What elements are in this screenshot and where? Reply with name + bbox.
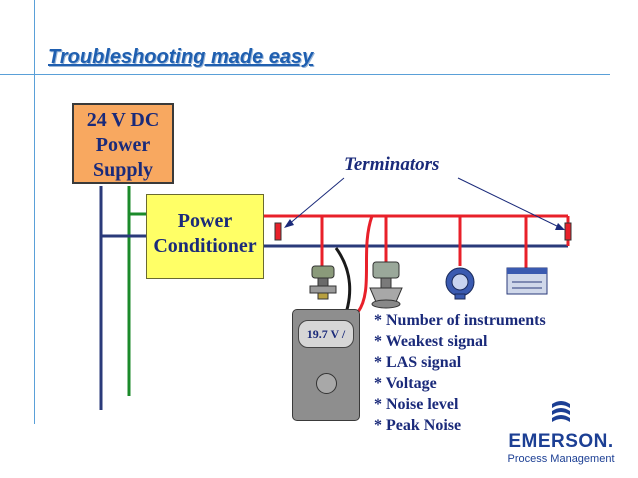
terminator-arrow-right bbox=[457, 177, 562, 229]
feature-item: * Voltage bbox=[374, 375, 437, 392]
feature-item: * Noise level bbox=[374, 396, 459, 413]
device-panel-icon bbox=[506, 267, 548, 295]
tester-knob-icon bbox=[316, 373, 337, 394]
emerson-emblem-icon bbox=[552, 401, 570, 422]
temperature-transmitter-icon bbox=[445, 267, 475, 300]
top-guide-line bbox=[0, 74, 610, 75]
terminator-left bbox=[274, 222, 282, 241]
feature-item: * Number of instruments bbox=[374, 312, 546, 329]
valve-positioner-icon bbox=[369, 261, 403, 309]
power-supply-box: 24 V DC Power Supply bbox=[72, 103, 174, 184]
slide-title: Troubleshooting made easy bbox=[48, 46, 314, 68]
terminator-right bbox=[564, 222, 572, 241]
feature-list: * Number of instruments * Weakest signal… bbox=[374, 310, 546, 436]
fieldbus-tester: 19.7 V / bbox=[292, 309, 360, 421]
emerson-wordmark: EMERSON. bbox=[508, 431, 614, 452]
terminators-label: Terminators bbox=[344, 154, 440, 175]
terminator-arrow-left bbox=[287, 177, 345, 226]
feature-item: * LAS signal bbox=[374, 354, 462, 371]
power-conditioner-line-2: Conditioner bbox=[153, 235, 257, 257]
emerson-subtitle: Process Management bbox=[507, 453, 615, 465]
tester-display: 19.7 V / bbox=[298, 320, 354, 348]
feature-item: * Peak Noise bbox=[374, 417, 462, 434]
emerson-logo: EMERSON. Process Management bbox=[506, 398, 616, 465]
power-supply-line-1: 24 V DC bbox=[86, 109, 160, 131]
feature-item: * Weakest signal bbox=[374, 333, 488, 350]
left-guide-line bbox=[34, 0, 35, 424]
terminator-arrowhead-left bbox=[284, 219, 294, 228]
power-conditioner-box: Power Conditioner bbox=[146, 194, 264, 279]
terminator-arrowhead-right bbox=[555, 223, 565, 230]
pressure-transmitter-icon bbox=[309, 265, 337, 300]
power-conditioner-line-1: Power bbox=[177, 210, 233, 232]
power-supply-line-3: Supply bbox=[92, 159, 154, 181]
tester-lead-red bbox=[339, 215, 374, 326]
power-supply-line-2: Power bbox=[95, 134, 151, 156]
